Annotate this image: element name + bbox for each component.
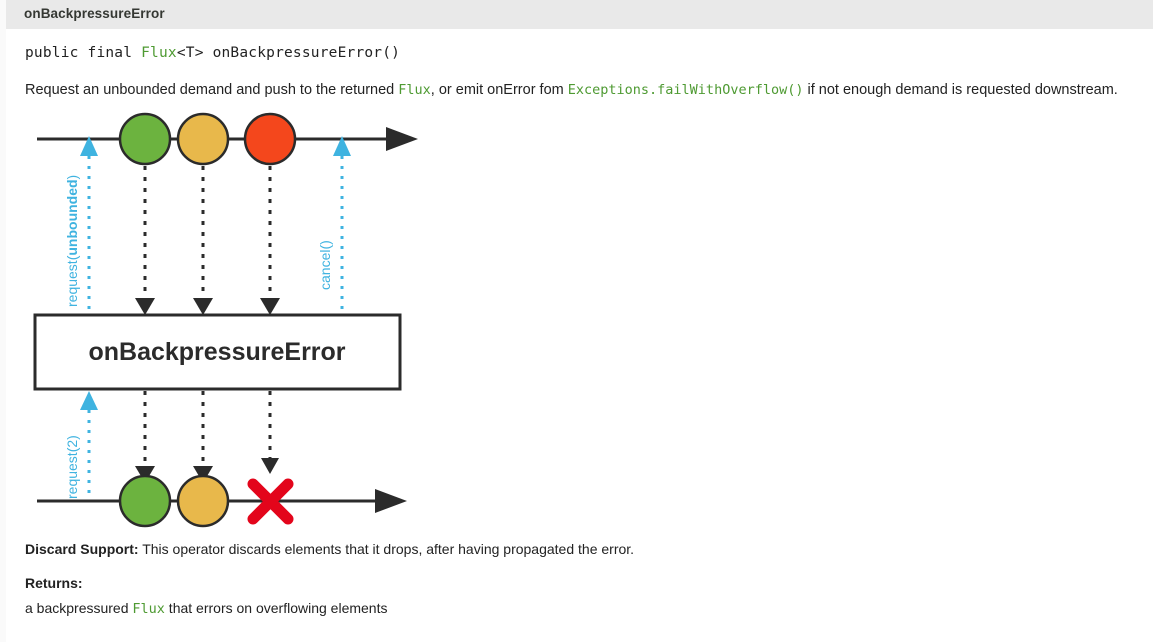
member-name-heading: onBackpressureError <box>24 6 165 21</box>
upstream-marble-1[interactable] <box>118 112 172 166</box>
returns-prefix: a backpressured <box>25 600 133 616</box>
cancel-indicator: cancel() <box>317 136 351 315</box>
downstream-signal-line-1 <box>135 391 155 483</box>
signature-modifiers: public final <box>25 45 142 61</box>
discard-support-text: This operator discards elements that it … <box>138 541 635 557</box>
request-2-indicator: request(2) <box>64 391 98 501</box>
cancel-label: cancel() <box>317 240 333 290</box>
operator-box-label: onBackpressureError <box>88 338 345 366</box>
cancel-arrowhead <box>333 136 351 156</box>
method-signature: public final Flux<T> onBackpressureError… <box>25 45 400 61</box>
description-part-2: , or emit onError fom <box>430 82 568 98</box>
signal-line-3 <box>260 166 280 315</box>
signal-line-1 <box>135 166 155 315</box>
downstream-signal-line-2 <box>193 391 213 483</box>
request-unbounded-label-bold: unbounded <box>64 179 80 255</box>
signature-method-name: onBackpressureError() <box>212 45 401 61</box>
member-header-bar: onBackpressureError <box>6 0 1153 29</box>
request-unbounded-label: request(unbounded) <box>64 175 80 307</box>
discard-support-title: Discard Support: <box>25 541 139 557</box>
signal-line-2 <box>193 166 213 315</box>
discard-support: Discard Support: This operator discards … <box>25 540 634 559</box>
request-2-label: request(2) <box>64 435 80 499</box>
description-code-exceptions[interactable]: Exceptions.failWithOverflow() <box>567 82 804 98</box>
upstream-timeline-arrowhead <box>386 127 418 151</box>
marble-diagram: request(unbounded) cancel() onBackpressu… <box>20 108 450 533</box>
request-unbounded-label-suffix: ) <box>64 175 80 180</box>
request-2-arrowhead <box>80 391 98 410</box>
downstream-marble-2[interactable] <box>176 474 230 528</box>
signature-generics: <T> <box>176 45 213 61</box>
description-code-flux[interactable]: Flux <box>398 82 431 98</box>
signature-return-type[interactable]: Flux <box>141 45 177 61</box>
downstream-signal-line-3 <box>261 391 279 474</box>
error-cross-icon <box>247 478 294 525</box>
upstream-marble-2[interactable] <box>176 112 230 166</box>
downstream-timeline-arrowhead <box>375 489 407 513</box>
request-unbounded-indicator: request(unbounded) <box>64 136 98 315</box>
downstream-marble-1[interactable] <box>118 474 172 528</box>
upstream-marble-3[interactable] <box>243 112 297 166</box>
description-part-1: Request an unbounded demand and push to … <box>25 82 399 98</box>
description-part-3: if not enough demand is requested downst… <box>803 82 1118 98</box>
returns-code-flux[interactable]: Flux <box>132 601 165 617</box>
method-description: Request an unbounded demand and push to … <box>25 81 1135 100</box>
request-unbounded-label-prefix: request( <box>64 255 80 307</box>
operator-box: onBackpressureError <box>33 313 402 391</box>
returns-suffix: that errors on overflowing elements <box>164 600 388 616</box>
returns-heading: Returns: <box>25 575 83 591</box>
request-unbounded-arrowhead <box>80 136 98 156</box>
returns-description: a backpressured Flux that errors on over… <box>25 600 387 617</box>
